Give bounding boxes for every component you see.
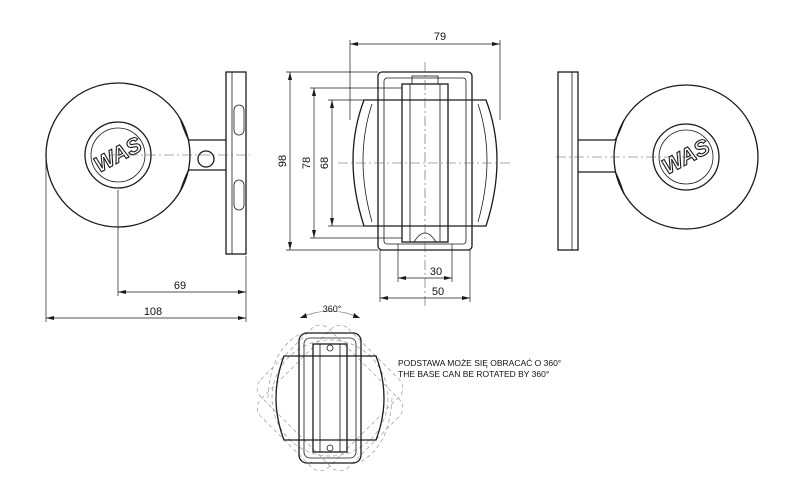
dimension-98: 98: [277, 71, 378, 251]
dim-108-label: 108: [144, 306, 162, 318]
rotation-label: 360°: [323, 304, 342, 314]
dimension-79: 79: [349, 31, 501, 120]
dimension-78: 78: [301, 87, 402, 239]
left-side-view: WAS: [45, 71, 250, 255]
dim-98-label: 98: [277, 155, 289, 167]
dim-79-label: 79: [434, 31, 446, 43]
dim-78-label: 78: [301, 157, 313, 169]
bottom-view: 360°: [256, 304, 404, 472]
note-polish: PODSTAWA MOŻE SIĘ OBRACAĆ O 360°: [398, 358, 561, 368]
dim-68-label: 68: [319, 157, 331, 169]
dimension-30: 30: [397, 244, 453, 282]
logo-text-left: WAS: [90, 132, 146, 178]
dimension-50: 50: [379, 250, 471, 302]
dimension-108: 108: [45, 160, 247, 322]
dim-50-label: 50: [432, 286, 444, 298]
front-view: [338, 62, 512, 308]
dim-30-label: 30: [430, 266, 442, 278]
right-side-view: WAS: [556, 71, 759, 251]
dimension-69: 69: [117, 190, 247, 296]
was-logo-left: WAS: [89, 131, 146, 178]
note-english: THE BASE CAN BE ROTATED BY 360°: [398, 369, 549, 379]
dimension-68: 68: [319, 99, 364, 227]
was-logo-right: WAS: [657, 133, 714, 180]
rotation-note: PODSTAWA MOŻE SIĘ OBRACAĆ O 360° THE BAS…: [398, 358, 561, 379]
logo-text-right: WAS: [658, 134, 714, 180]
dim-69-label: 69: [174, 280, 186, 292]
